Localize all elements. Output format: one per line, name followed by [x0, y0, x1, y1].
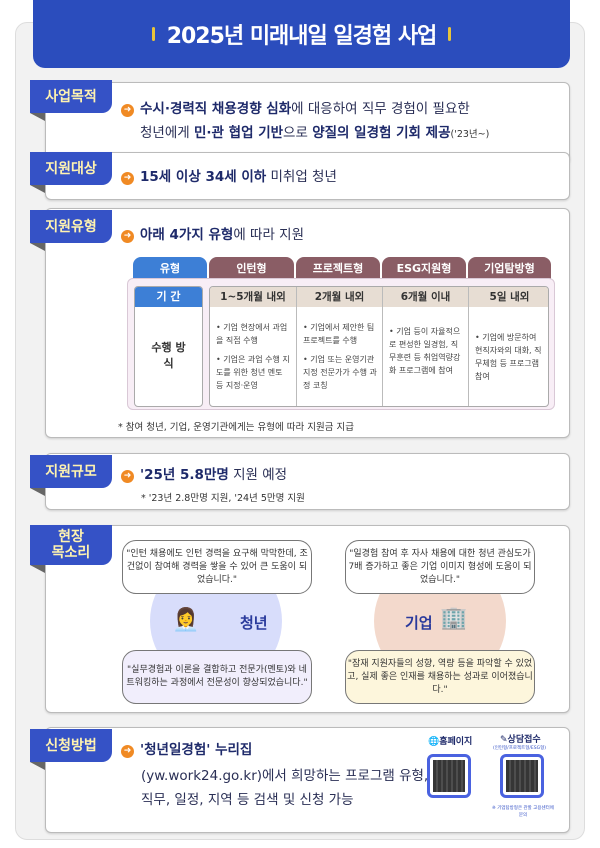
- youth-quote-1: "인턴 채용에도 인턴 경력을 요구해 막막한데, 조건없이 참여해 경력을 쌓…: [122, 540, 312, 594]
- text: 으로: [283, 125, 313, 141]
- row-header-column: 기 간 수행 방식: [134, 286, 203, 407]
- decor-bar: [151, 27, 155, 41]
- period-cell: 5일 내외: [469, 287, 548, 307]
- method-cell: • 기업 현장에서 과업을 직접 수행 • 기업은 과업 수행 지도를 위한 청년…: [210, 307, 297, 406]
- youth-people-icon: 👩‍💼: [172, 608, 200, 633]
- method-cell: • 기업에서 제안한 팀 프로젝트를 수행 • 기업 또는 운영기관 지정 전문가…: [297, 307, 383, 406]
- consult-qr-code[interactable]: [500, 754, 544, 798]
- consult-label: ✎상담접수: [500, 732, 541, 745]
- type-tab: 기업탐방형: [468, 257, 551, 279]
- text: 양질의 일경험 기회 제공: [312, 125, 451, 141]
- method-item: • 기업은 과업 수행 지도를 위한 청년 멘토 등 지정·운영: [216, 355, 290, 390]
- text: 에 따라 지원: [233, 227, 305, 243]
- method-item: • 기업 현장에서 과업을 직접 수행: [216, 323, 288, 345]
- scale-card: ➜ '25년 5.8만명 지원 예정 * '23년 2.8만명 지원, '24년 …: [45, 453, 570, 510]
- period-label: 기 간: [135, 287, 202, 307]
- text: 15세 이상 34세 이하: [140, 169, 267, 185]
- section-label: 현장 목소리: [30, 525, 112, 573]
- type-tab: 인턴형: [209, 257, 294, 279]
- text: 상담접수: [507, 735, 541, 745]
- type-header: 유형: [133, 257, 207, 279]
- section-label: 지원대상: [30, 152, 112, 193]
- apply-line: (yw.work24.go.kr)에서 희망하는 프로그램 유형,: [141, 768, 429, 784]
- method-item: • 기업 또는 운영기관 지정 전문가가 수행 과정 코칭: [303, 355, 377, 390]
- scale-note: * '23년 2.8만명 지원, '24년 5만명 지원: [141, 493, 305, 504]
- text: 청년에게: [140, 125, 194, 141]
- text: 에 대응하여 직무 경험이 필요한: [291, 101, 470, 117]
- text: 지원 예정: [228, 467, 288, 483]
- text: 아래 4가지 유형: [140, 227, 234, 243]
- globe-icon: 🌐: [428, 737, 440, 747]
- target-card: ➜ 15세 이상 34세 이하 미취업 청년: [45, 152, 570, 200]
- text: 수시·경력직 채용경향 심화: [140, 101, 292, 117]
- consult-note: ※ 기업탐방형은 관할 고용센터에 문의: [492, 806, 554, 818]
- youth-quote-2: "실무경험과 이론을 결합하고 전문가(멘토)와 네트워킹하는 과정에서 전문성…: [122, 650, 312, 704]
- method-cell: • 기업에 방문하여 현직자와의 대화, 직무체험 등 프로그램 참여: [469, 307, 548, 406]
- types-grid: 1~5개월 내외 2개월 내외 6개월 이내 5일 내외 • 기업 현장에서 과…: [209, 286, 549, 407]
- text: 미취업 청년: [266, 169, 337, 185]
- section-label: 신청방법: [30, 729, 112, 770]
- page-title: 2025년 미래내일 일경험 사업: [166, 24, 438, 49]
- apply-line: 직무, 일정, 지역 등 검색 및 신청 가능: [141, 792, 354, 808]
- period-cell: 1~5개월 내외: [210, 287, 297, 307]
- text: ('23년~): [450, 129, 490, 140]
- text: '청년일경험' 누리집: [140, 742, 253, 758]
- method-cell: • 기업 등이 자율적으로 편성한 일경험, 직무훈련 등 취업역량강화 프로그…: [383, 307, 469, 406]
- method-item: • 기업 등이 자율적으로 편성한 일경험, 직무훈련 등 취업역량강화 프로그…: [389, 327, 461, 375]
- pen-icon: ✎: [500, 735, 508, 745]
- apply-card: ➜ '청년일경험' 누리집 (yw.work24.go.kr)에서 희망하는 프로…: [45, 727, 570, 833]
- arrow-icon: ➜: [121, 745, 134, 758]
- company-quote-1: "일경험 참여 후 자사 채용에 대한 청년 관심도가 7배 증가하고 좋은 기…: [345, 540, 535, 594]
- type-tab: ESG지원형: [382, 257, 466, 279]
- types-note: * 참여 청년, 기업, 운영기관에게는 유형에 따라 지원금 지급: [118, 422, 354, 433]
- arrow-icon: ➜: [121, 104, 134, 117]
- period-cell: 6개월 이내: [383, 287, 469, 307]
- text: 민·관 협업 기반: [193, 125, 284, 141]
- arrow-icon: ➜: [121, 172, 134, 185]
- arrow-icon: ➜: [121, 230, 134, 243]
- purpose-card: ➜ 수시·경력직 채용경향 심화에 대응하여 직무 경험이 필요한 청년에게 민·…: [45, 82, 570, 165]
- homepage-label: 🌐홈페이지: [428, 734, 472, 747]
- period-cell: 2개월 내외: [297, 287, 383, 307]
- type-tab: 프로젝트형: [296, 257, 380, 279]
- homepage-qr-code[interactable]: [427, 754, 471, 798]
- company-quote-2: "잠재 지원자들의 성향, 역량 등을 파악할 수 있었고, 실제 좋은 인재를…: [345, 650, 535, 704]
- decor-bar: [448, 27, 452, 41]
- consult-sub: (인턴형/프로젝트형/ESG형): [493, 746, 546, 751]
- building-icon: 🏢: [440, 606, 468, 631]
- page-header: 2025년 미래내일 일경험 사업: [33, 0, 570, 68]
- method-label: 수행 방식: [151, 341, 186, 370]
- company-title: 기업: [405, 614, 433, 632]
- method-item: • 기업에 방문하여 현직자와의 대화, 직무체험 등 프로그램 참여: [475, 333, 542, 381]
- youth-title: 청년: [240, 614, 268, 632]
- section-label: 지원규모: [30, 455, 112, 496]
- method-item: • 기업에서 제안한 팀 프로젝트를 수행: [303, 323, 375, 345]
- text: 홈페이지: [439, 737, 473, 747]
- section-label: 지원유형: [30, 210, 112, 251]
- arrow-icon: ➜: [121, 470, 134, 483]
- section-label: 사업목적: [30, 80, 112, 121]
- text: '25년 5.8만명: [140, 467, 229, 483]
